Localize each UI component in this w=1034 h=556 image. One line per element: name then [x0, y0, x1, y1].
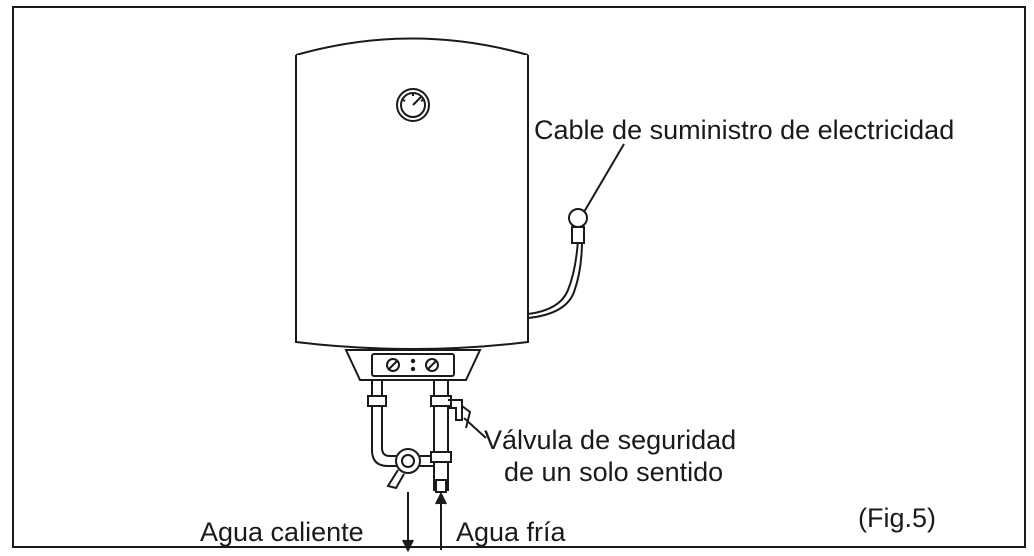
- thermometer-gauge-icon: [396, 88, 430, 122]
- safety-valve-label: Válvula de seguridad de un solo sentido: [484, 424, 736, 488]
- safety-valve: [448, 399, 472, 429]
- cold-water-pipe: [430, 379, 452, 493]
- safety-valve-label-line2: de un solo sentido: [504, 457, 724, 487]
- safety-valve-label-line1: Válvula de seguridad: [484, 425, 737, 455]
- power-cable: [527, 208, 588, 319]
- cold-water-label: Agua fría: [456, 517, 566, 547]
- valve-leader-line: [463, 417, 487, 439]
- water-heater-tank: [295, 37, 529, 350]
- cold-water-arrow: [435, 491, 447, 550]
- hot-water-pipe: [367, 380, 436, 490]
- control-panel: [344, 349, 482, 381]
- cable-leader-line: [583, 143, 625, 213]
- hot-water-label: Agua caliente: [200, 517, 364, 547]
- hot-water-arrow: [402, 492, 414, 553]
- cable-label: Cable de suministro de electricidad: [534, 115, 955, 145]
- figure-caption: (Fig.5): [858, 503, 937, 533]
